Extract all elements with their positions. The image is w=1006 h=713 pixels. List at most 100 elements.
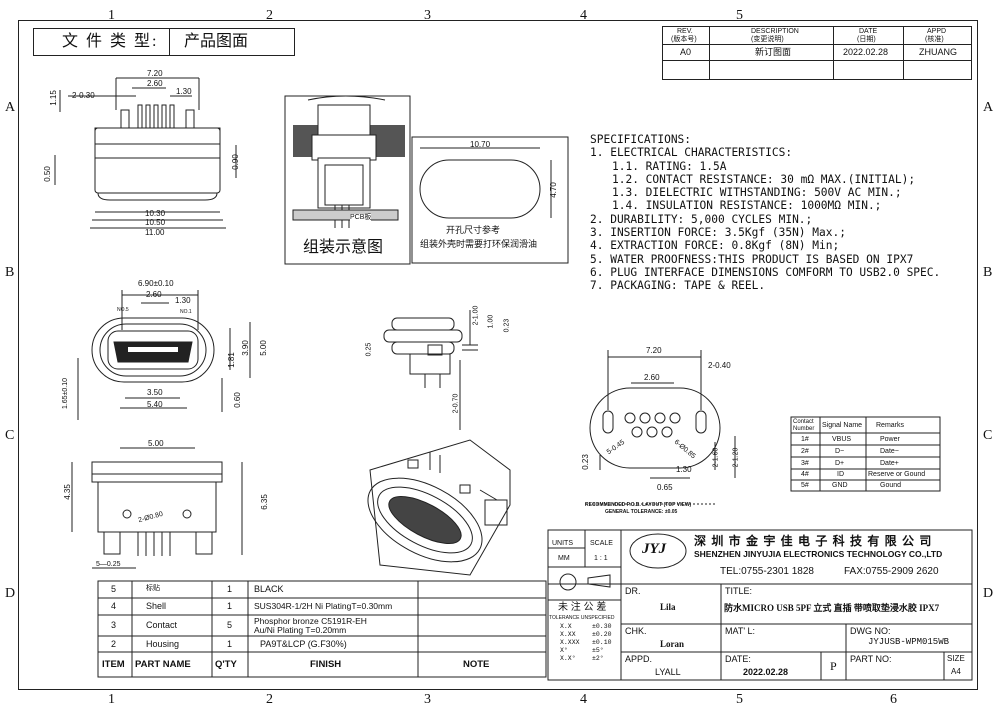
bom-row-5-finish: BLACK: [254, 584, 284, 594]
bom-row-2-part: Housing: [146, 639, 180, 649]
doc-type-value: 产品图面: [184, 33, 249, 50]
zone-col-5-top: 5: [736, 8, 743, 23]
chk-label: CHK.: [625, 626, 647, 636]
tolerance-subtitle: TOLERANCE UNSPECIFIED: [549, 615, 615, 621]
bottom-view: [71, 447, 243, 569]
title-block-grid: [547, 529, 973, 681]
p-label: P: [830, 659, 837, 673]
title-label: TITLE:: [725, 586, 753, 596]
drawing-frame: [18, 20, 978, 690]
contact-row-4-rem: Reserve or Gound: [868, 471, 926, 478]
cutout-note-2: 组装外壳时需要打环保润滑油: [420, 239, 538, 249]
appd-value: LYALL: [655, 667, 681, 677]
revision-table: REV. (版本号) DESCRIPTION (变更说明) DATE (日期) …: [662, 26, 972, 80]
contact-row-1-no: 1#: [801, 436, 809, 443]
contacts-table-grid: [790, 416, 941, 492]
tol-5-val: ±2°: [592, 655, 604, 662]
bom-row-2-finish: PA9T&LCP (G.F30%): [260, 639, 347, 649]
spec-line: 7. PACKAGING: TAPE & REEL.: [590, 279, 766, 293]
side-view: [383, 310, 478, 430]
dim-100-side: 1.00: [487, 314, 495, 329]
contact-header-2: Signal Name: [822, 422, 863, 429]
spec-line: 1.3. DIELECTRIC WITHSTANDING: 500V AC MI…: [612, 186, 902, 200]
contact-row-3-sig: D+: [835, 460, 845, 467]
bom-header-item: ITEM: [102, 659, 125, 670]
zone-row-b-left: B: [5, 265, 15, 280]
contact-row-5-sig: GND: [832, 482, 848, 489]
front-view: [77, 290, 251, 420]
dim-130-layout: 1.30: [676, 465, 692, 474]
rev-row-appd: ZHUANG: [919, 47, 957, 57]
zone-col-5-bottom: 5: [736, 692, 743, 707]
date-value: 2022.02.28: [743, 667, 789, 677]
rev-header-appd: APPD: [927, 28, 947, 35]
zone-col-3-bottom: 3: [424, 692, 431, 707]
dim-130-front: 1.30: [175, 296, 191, 305]
dim-090-top: 0.90: [230, 154, 240, 170]
company-name-en: SHENZHEN JINYUJIA ELECTRONICS TECHNOLOGY…: [694, 549, 943, 559]
dr-label: DR.: [625, 586, 641, 596]
dim-050-top: 0.50: [42, 166, 52, 182]
doc-type-box: 文 件 类 型: 产品图面: [33, 28, 295, 56]
spec-line: 4. EXTRACTION FORCE: 0.8Kgf (8N) Min;: [590, 239, 840, 253]
spec-line: 1.2. CONTACT RESISTANCE: 30 mΩ MAX.(INIT…: [612, 172, 916, 186]
dim-540: 5.40: [147, 400, 163, 409]
dim-350: 3.50: [147, 388, 163, 397]
dim-165: 1.65±0.10: [62, 377, 70, 410]
rev-header-date-cn: (日期): [857, 36, 876, 43]
zone-row-a-left: A: [5, 100, 16, 115]
dwg-value: JYJUSB-WPM015WB: [868, 637, 950, 647]
bom-header-qty: Q'TY: [215, 659, 237, 670]
pcb-layout-view: [585, 350, 736, 505]
cutout-note-1: 开孔尺寸参考: [446, 225, 501, 235]
rev-row-date: 2022.02.28: [843, 47, 889, 57]
bom-row-2-qty: 1: [227, 639, 233, 649]
tol-1-val: ±0.30: [592, 623, 612, 630]
units-label: UNITS: [552, 540, 573, 547]
bom-row-4-qty: 1: [227, 601, 233, 611]
spec-line: 1.4. INSULATION RESISTANCE: 1000MΩ MIN.;: [612, 199, 882, 213]
label-no5: NO.5: [117, 307, 129, 313]
partno-label: PART NO:: [850, 654, 892, 664]
zone-col-4-bottom: 4: [580, 692, 587, 707]
bom-row-5-item: 5: [111, 584, 117, 594]
dim-260-top: 2.60: [147, 79, 163, 88]
bom-row-3-finish2: Au/Ni Plating T=0.20mm: [254, 625, 347, 635]
bom-header-finish: FINISH: [310, 659, 342, 670]
dim-2-040: 2-0.40: [708, 361, 731, 370]
dim-5-025: 5—0.25: [96, 561, 121, 568]
contact-row-2-sig: D−: [835, 448, 845, 455]
bom-header-part: PART NAME: [135, 659, 191, 670]
zone-row-c-right: C: [983, 428, 993, 443]
company-tel: TEL:0755-2301 1828: [720, 566, 814, 577]
isometric-view: [367, 439, 511, 576]
zone-col-1-bottom: 1: [108, 692, 115, 707]
tol-4-val: ±5°: [592, 647, 604, 654]
contact-row-1-sig: VBUS: [832, 436, 852, 443]
zone-col-1-top: 1: [108, 8, 115, 23]
tolerance-title: 未 注 公 差: [558, 602, 607, 613]
rev-header-date: DATE: [859, 28, 878, 35]
bom-row-2-item: 2: [111, 639, 117, 649]
scale-label: SCALE: [590, 540, 613, 547]
scale-value: 1 : 1: [594, 555, 608, 562]
spec-line: 6. PLUG INTERFACE DIMENSIONS COMFORM TO …: [590, 265, 941, 279]
contact-row-2-no: 2#: [801, 448, 809, 455]
rev-header-rev: REV.: [677, 28, 693, 35]
dim-720-layout: 7.20: [646, 346, 662, 355]
spec-line: 2. DURABILITY: 5,000 CYCLES MIN.;: [590, 212, 813, 226]
matl-label: MAT' L:: [725, 626, 756, 636]
bom-row-5-part: 标贴: [146, 585, 160, 592]
rev-header-desc: DESCRIPTION: [751, 28, 799, 35]
dim-2-070: 2-0.70: [452, 393, 460, 414]
zone-row-d-right: D: [983, 586, 994, 601]
contact-header-3: Remarks: [876, 422, 905, 429]
dim-115-top: 1.15: [48, 90, 58, 106]
dwg-label: DWG NO:: [850, 626, 891, 636]
dim-2-160: 2-1.60: [712, 447, 720, 468]
bom-row-3-qty: 5: [227, 620, 233, 630]
zone-col-2-top: 2: [266, 8, 273, 23]
top-view: [54, 77, 237, 229]
bom-row-3-item: 3: [111, 620, 117, 630]
